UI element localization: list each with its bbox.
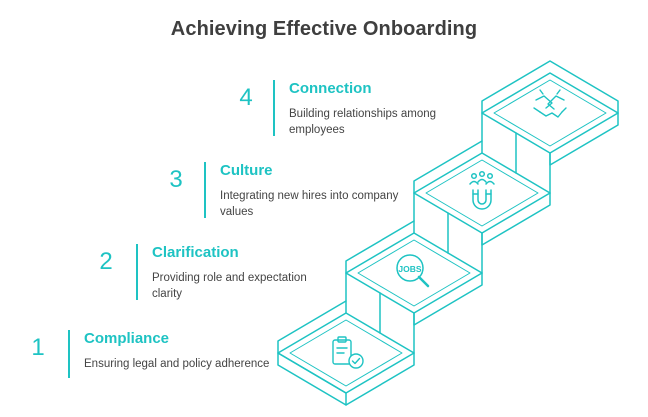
step-heading: Compliance bbox=[84, 330, 170, 347]
page-title: Achieving Effective Onboarding bbox=[170, 18, 478, 40]
step-compliance: 1 Compliance Ensuring legal and policy a… bbox=[28, 330, 278, 386]
riser-2 bbox=[413, 192, 483, 274]
step-number: 2 bbox=[99, 248, 113, 275]
platform-4-top bbox=[481, 72, 619, 154]
step-description: Providing role and expectation clarity bbox=[152, 272, 307, 300]
step-divider bbox=[204, 162, 206, 218]
staircase-outline bbox=[277, 352, 347, 406]
step-divider bbox=[273, 80, 275, 136]
step-culture: 3 Culture Integrating new hires into com… bbox=[166, 162, 406, 218]
step-heading: Culture bbox=[220, 162, 273, 179]
platform-4-inner bbox=[493, 79, 607, 147]
platform-1-face bbox=[345, 352, 415, 406]
step-heading: Clarification bbox=[152, 244, 239, 261]
platform-2-face bbox=[413, 272, 483, 326]
checklist-icon bbox=[332, 336, 364, 369]
jobs-icon-text: JOBS bbox=[398, 264, 421, 274]
step-clarification: 2 Clarification Providing role and expec… bbox=[96, 244, 316, 300]
platform-1-inner bbox=[289, 319, 403, 387]
handshake-icon bbox=[533, 89, 567, 118]
step-heading: Connection bbox=[289, 80, 372, 97]
step-divider bbox=[68, 330, 70, 378]
platform-1-top bbox=[277, 312, 415, 394]
step-number: 3 bbox=[169, 166, 183, 193]
step-number: 4 bbox=[239, 84, 253, 111]
jobs-magnifier-icon bbox=[396, 254, 430, 288]
step-description: Building relationships among employees bbox=[289, 108, 437, 136]
step-description: Integrating new hires into company value… bbox=[220, 190, 399, 218]
magnet-people-icon bbox=[469, 170, 495, 210]
step-description: Ensuring legal and policy adherence bbox=[84, 358, 270, 370]
riser-1 bbox=[345, 272, 415, 354]
platform-3-top bbox=[413, 152, 551, 234]
riser-3 bbox=[481, 112, 551, 194]
step-divider bbox=[136, 244, 138, 300]
platform-4-face bbox=[549, 112, 619, 166]
step-connection: 4 Connection Building relationships amon… bbox=[236, 80, 436, 136]
platform-2-inner bbox=[357, 239, 471, 307]
platform-3-face bbox=[481, 192, 551, 246]
platform-3-inner bbox=[425, 159, 539, 227]
step-number: 1 bbox=[31, 334, 45, 361]
back-edge bbox=[277, 60, 619, 354]
